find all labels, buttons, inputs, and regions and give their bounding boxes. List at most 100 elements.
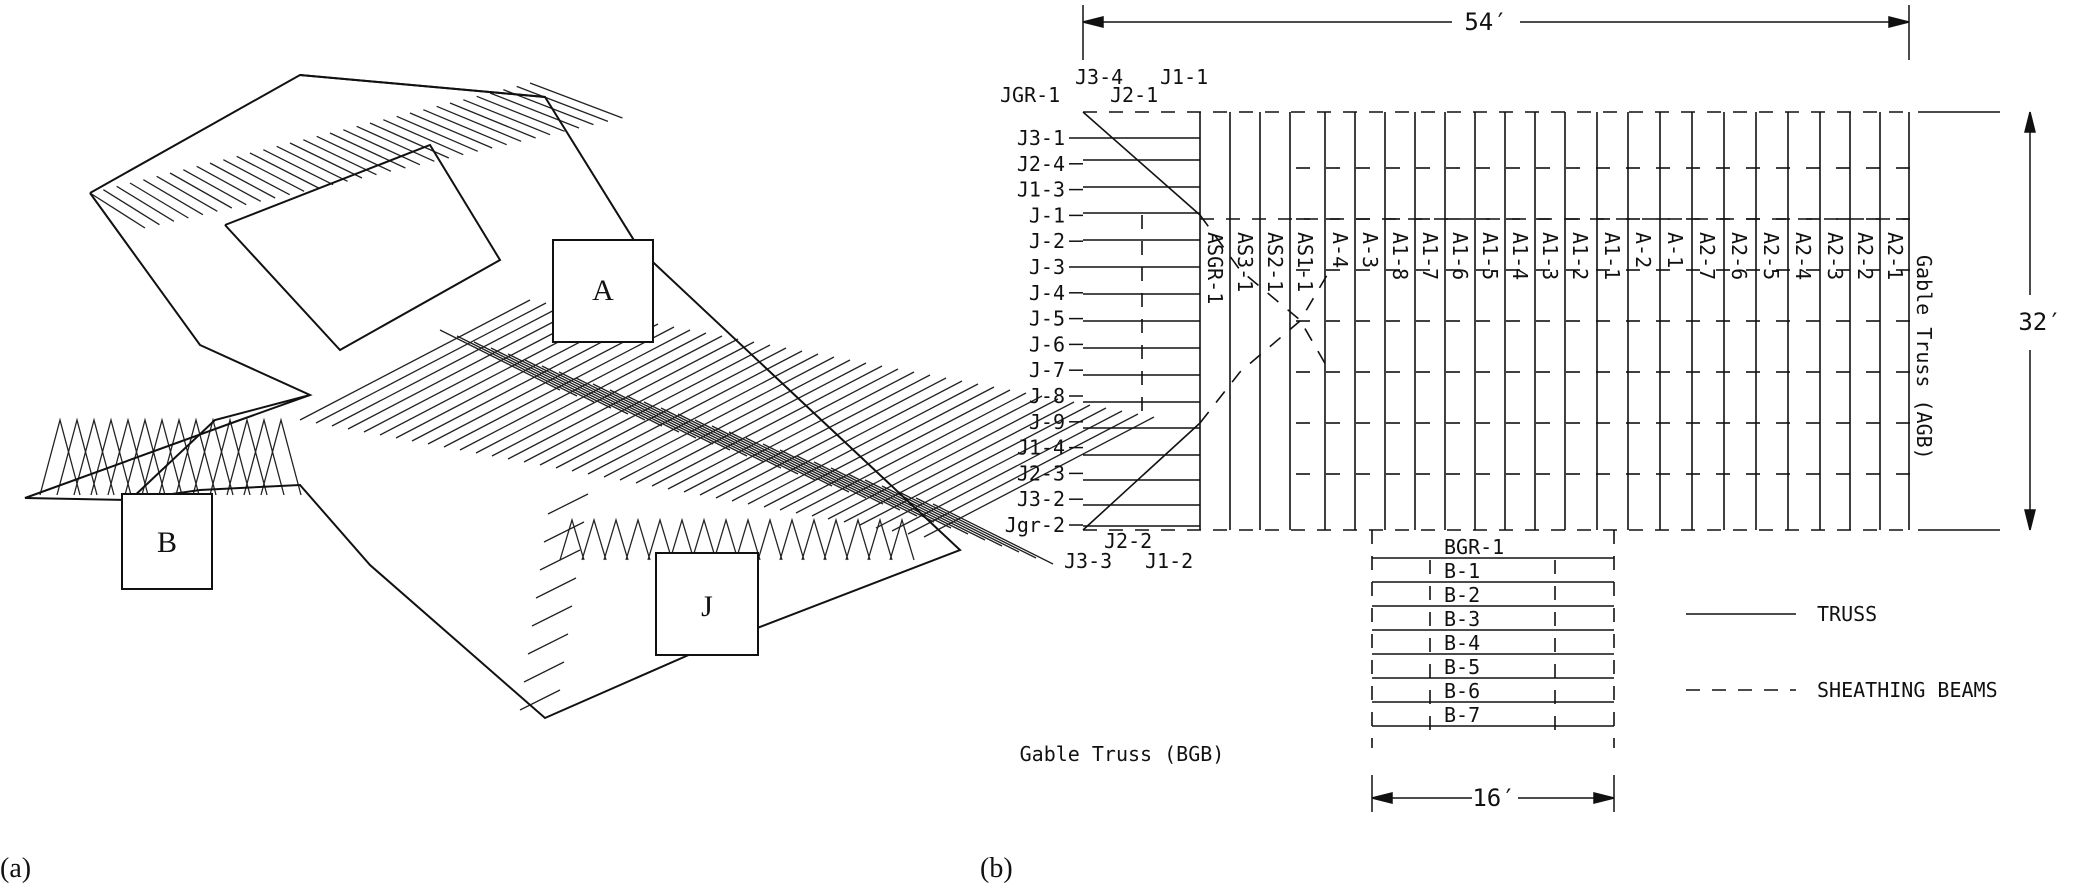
hatch-line (90, 417, 132, 496)
hatch-line (619, 359, 851, 481)
hatch-line (226, 417, 268, 496)
left-jack-label: J-5 (1029, 307, 1065, 331)
hatch-line (531, 605, 573, 627)
hatch-line (236, 155, 305, 192)
b-wing (1371, 530, 1615, 748)
hatch-line (263, 149, 334, 186)
hatch-line (889, 517, 915, 561)
hatch-line (331, 305, 563, 427)
region-a-label: A (592, 274, 614, 307)
vertical-truss-label: AS3-1 (1233, 232, 1257, 292)
region-b-label: B (157, 526, 177, 559)
left-jack-label: J-7 (1029, 358, 1065, 382)
hip-line (1082, 422, 1201, 531)
left-jack-label: J-8 (1029, 384, 1065, 408)
gable-b-label: Gable Truss (BGB) (1020, 742, 1225, 766)
hatch-line (356, 125, 435, 162)
hatch-line (847, 473, 969, 535)
hatch-line (558, 371, 680, 433)
hatch-line (677, 413, 799, 475)
hatch-line (456, 335, 578, 397)
hatch-line (647, 517, 673, 561)
dimension-small-label: 16′ (1472, 784, 1515, 812)
vertical-truss-label: A-2 (1631, 232, 1655, 268)
hatch-line (575, 377, 697, 439)
hatch-line (603, 356, 835, 478)
hatch-line (316, 135, 392, 172)
hatch-line (747, 383, 979, 505)
region-j-box (655, 552, 759, 656)
hatch-line (519, 689, 561, 711)
hatch-line (660, 407, 782, 469)
left-jack-label: J1-3 (1017, 178, 1065, 202)
vertical-truss-label: A2-2 (1853, 232, 1877, 280)
vertical-truss-label: A1-1 (1600, 232, 1624, 280)
left-jack-label: J2-4 (1017, 152, 1065, 176)
hatch-line (571, 350, 803, 472)
hatch-line (779, 389, 1011, 511)
left-jack-label: J1-4 (1017, 436, 1065, 460)
legend-truss-label: TRUSS (1817, 602, 1877, 626)
bottom-jack-label: J2-2 (1104, 529, 1152, 553)
left-jack-label: J3-2 (1017, 487, 1065, 511)
hatch-line (796, 455, 918, 517)
vertical-truss-label: ASGR-1 (1203, 232, 1227, 304)
hatch-line (592, 383, 714, 445)
bottom-jack-label: J3-3 (1064, 549, 1112, 573)
hatch-line (369, 122, 450, 159)
hatch-line (535, 577, 577, 599)
hatch-line (625, 517, 651, 561)
hatch-line (891, 410, 1123, 532)
left-jack-label: J3-1 (1017, 126, 1065, 150)
dimension-small (1371, 775, 1615, 812)
hatch-line (932, 503, 1054, 565)
hatch-line (864, 479, 986, 541)
hatch-line (795, 392, 1027, 514)
hatch-line (209, 417, 251, 496)
vertical-truss-label: A1-6 (1448, 232, 1472, 280)
hatch-line (423, 109, 507, 146)
hatch-line (757, 517, 783, 561)
hatch-line (779, 449, 901, 511)
hatch-line (343, 129, 421, 166)
hatch-line (449, 102, 536, 139)
hatch-line (543, 521, 585, 543)
vertical-truss-label: A-3 (1358, 232, 1382, 268)
hatch-line (691, 517, 717, 561)
left-jack-label: J-1 (1029, 203, 1065, 227)
hatch-line (559, 517, 585, 561)
hatch-line (129, 182, 189, 219)
truss-plan: 54′ 32′ J3-4 J1-1 JGR-1 J2-1 J3-1J2-4J1-… (980, 5, 2062, 884)
hatch-line (745, 437, 867, 499)
hatch-line (603, 517, 629, 561)
hatch-line (529, 82, 623, 119)
hatch-line (409, 112, 493, 149)
vertical-truss-label: A2-7 (1695, 232, 1719, 280)
hatch-line (56, 417, 98, 496)
left-jack-label: J-2 (1029, 229, 1065, 253)
dimension-height-label: 32′ (2018, 308, 2061, 336)
b-truss-label: B-1 (1444, 559, 1480, 583)
left-jack-label: J-4 (1029, 281, 1065, 305)
hatch-line (731, 380, 963, 502)
vertical-truss-label: A-4 (1328, 232, 1352, 268)
b-truss-label: B-5 (1444, 655, 1480, 679)
hatch-line (383, 119, 464, 156)
top-jack-label: J1-1 (1160, 65, 1208, 89)
hip-sheathing (1199, 269, 1331, 424)
hatch-line (73, 417, 115, 496)
hatch-line (427, 323, 659, 445)
b-truss-label: B-7 (1444, 703, 1480, 727)
vertical-truss-label: A1-2 (1568, 232, 1592, 280)
hatch-line (107, 417, 149, 496)
top-jack-label: J3-4 (1075, 65, 1123, 89)
hatch-line (489, 92, 580, 129)
hatch-line (183, 169, 247, 206)
b-truss-labels: BGR-1B-1B-2B-3B-4B-5B-6B-7 (1444, 535, 1504, 727)
hatch-line (541, 365, 663, 427)
hatch-line (527, 633, 569, 655)
hatch-line (735, 517, 761, 561)
hatch-line (779, 517, 805, 561)
